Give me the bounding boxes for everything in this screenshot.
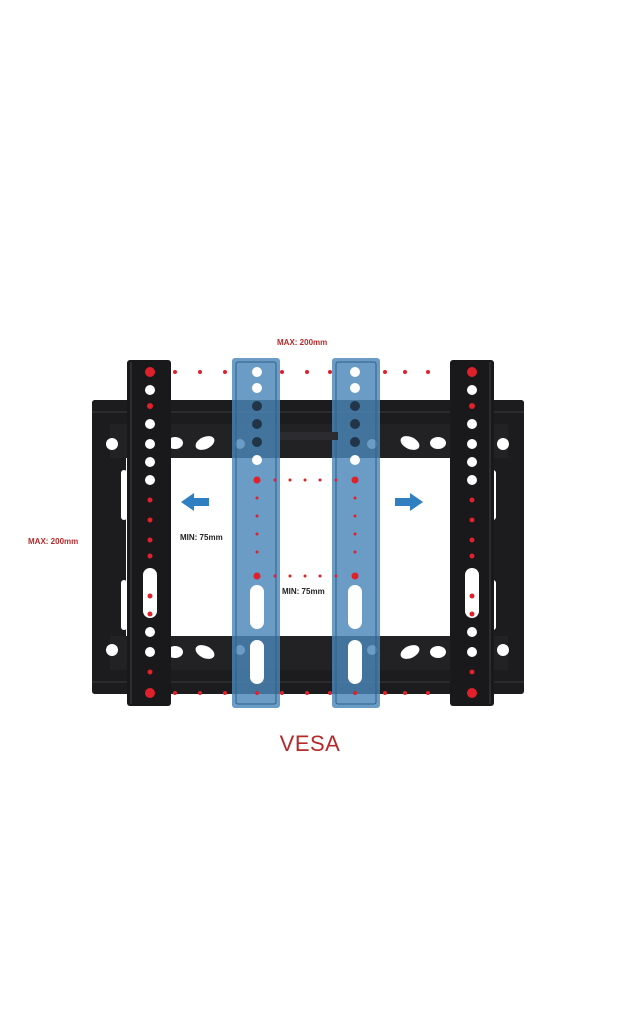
- max-horizontal-dots: [145, 367, 477, 377]
- min-horizontal-label: MIN: 75mm: [180, 533, 223, 542]
- left-arrow-icon: [181, 493, 209, 511]
- max-vertical-label: MAX: 200mm: [28, 537, 79, 546]
- max-horizontal-label: MAX: 200mm: [277, 338, 328, 347]
- bottom-horizontal-dots: [145, 688, 477, 698]
- vesa-caption: VESA: [279, 731, 341, 756]
- right-outer-bracket: [450, 360, 494, 706]
- min-square-dots: [253, 476, 359, 580]
- min-vertical-label: MIN: 75mm: [282, 587, 325, 596]
- right-arrow-icon: [395, 493, 423, 511]
- max-vertical-dots: [147, 403, 475, 675]
- brand-mark: [280, 432, 338, 440]
- left-outer-bracket: [127, 360, 171, 706]
